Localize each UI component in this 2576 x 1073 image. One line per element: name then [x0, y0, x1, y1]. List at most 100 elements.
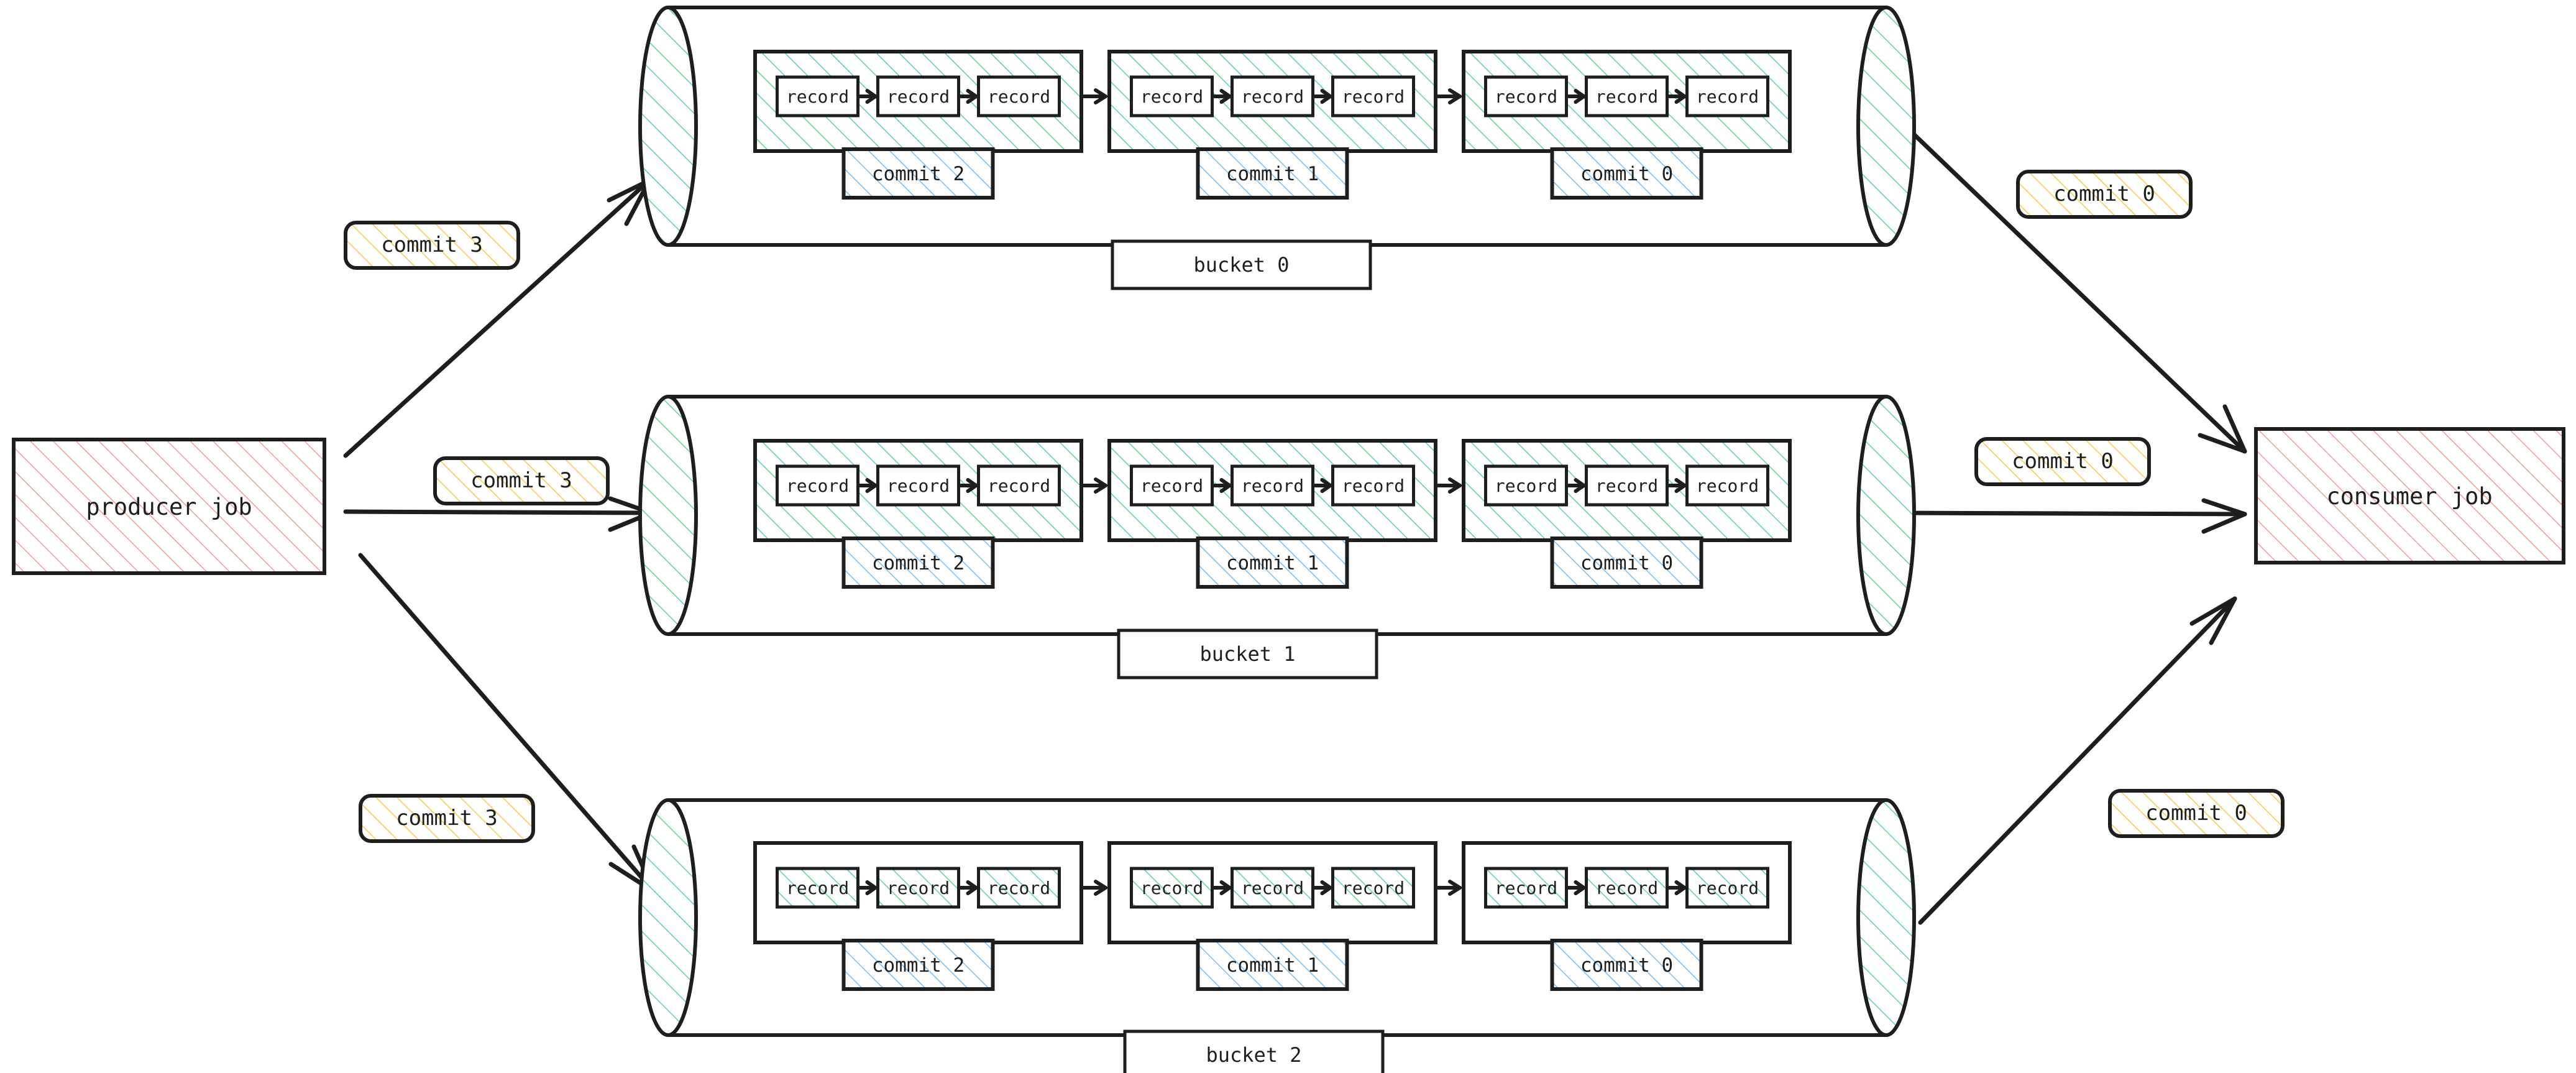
tag-label: commit 3: [396, 806, 498, 831]
record-node[interactable]: record: [1231, 867, 1314, 909]
tag-box[interactable]: [344, 221, 520, 270]
record-node[interactable]: record: [776, 75, 859, 117]
tag-commit-3-bucket-0[interactable]: commit 3: [344, 221, 520, 270]
commit-label[interactable]: commit 1: [1196, 147, 1349, 200]
record-node[interactable]: record: [1130, 75, 1214, 117]
record-node[interactable]: record: [1331, 464, 1415, 507]
record-node[interactable]: record: [1484, 464, 1568, 507]
commit-group[interactable]: record record record commit 0: [1462, 439, 1792, 589]
tag-commit-3-bucket-2[interactable]: commit 3: [359, 794, 535, 843]
record-node[interactable]: record: [776, 867, 859, 909]
consumer-job-node[interactable]: consumer job: [2254, 427, 2565, 564]
record-box[interactable]: [776, 867, 859, 909]
commit-label-box[interactable]: [841, 939, 995, 991]
record-node[interactable]: record: [876, 867, 960, 909]
producer-job-node[interactable]: producer job: [12, 438, 326, 575]
record-box[interactable]: [1685, 867, 1769, 909]
commit-group[interactable]: record record record commit 1: [1107, 841, 1437, 991]
tag-commit-0-bucket-0[interactable]: commit 0: [2016, 170, 2193, 219]
tag-box[interactable]: [2108, 789, 2285, 838]
bucket-name-tag[interactable]: bucket 1: [1117, 629, 1378, 679]
record-node[interactable]: record: [876, 464, 960, 507]
tag-box[interactable]: [433, 456, 610, 505]
commit-group[interactable]: record record record commit 0: [1462, 50, 1792, 200]
record-box[interactable]: [977, 464, 1061, 507]
record-node[interactable]: record: [1484, 867, 1568, 909]
commit-group[interactable]: record record record commit 2: [753, 50, 1083, 200]
record-link-arrow: [958, 880, 978, 895]
record-node[interactable]: record: [1685, 464, 1769, 507]
record-box[interactable]: [977, 867, 1061, 909]
record-node[interactable]: record: [876, 75, 960, 117]
record-node[interactable]: record: [1231, 75, 1314, 117]
record-box[interactable]: [776, 464, 859, 507]
record-node[interactable]: record: [776, 464, 859, 507]
bucket-name-tag[interactable]: bucket 2: [1123, 1029, 1385, 1073]
tag-box[interactable]: [359, 794, 535, 843]
commit-label-box[interactable]: [841, 536, 995, 589]
record-node[interactable]: record: [1130, 867, 1214, 909]
bucket-cap-left: [638, 395, 698, 636]
commit-label-box[interactable]: [1196, 939, 1349, 991]
record-box[interactable]: [977, 75, 1061, 117]
record-node[interactable]: record: [1484, 75, 1568, 117]
bucket-name-box[interactable]: [1111, 239, 1372, 290]
bucket-cap-left: [638, 798, 698, 1037]
tag-box[interactable]: [2016, 170, 2193, 219]
record-box[interactable]: [1484, 867, 1568, 909]
record-node[interactable]: record: [1585, 867, 1669, 909]
commit-group[interactable]: record record record commit 2: [753, 439, 1083, 589]
record-node[interactable]: record: [1585, 75, 1669, 117]
record-node[interactable]: record: [1685, 75, 1769, 117]
bucket-name-box[interactable]: [1123, 1029, 1385, 1073]
commit-label[interactable]: commit 1: [1196, 939, 1349, 991]
commit-label[interactable]: commit 2: [841, 536, 995, 589]
record-box[interactable]: [1331, 464, 1415, 507]
record-node[interactable]: record: [977, 464, 1061, 507]
commit-label[interactable]: commit 0: [1550, 147, 1703, 200]
commit-label[interactable]: commit 2: [841, 147, 995, 200]
commit-label[interactable]: commit 0: [1550, 536, 1703, 589]
commit-label[interactable]: commit 1: [1196, 536, 1349, 589]
record-node[interactable]: record: [1331, 867, 1415, 909]
record-box[interactable]: [876, 75, 960, 117]
commit-label[interactable]: commit 0: [1550, 939, 1703, 991]
tag-commit-0-bucket-2[interactable]: commit 0: [2108, 789, 2285, 838]
commit-label-box[interactable]: [841, 147, 995, 200]
record-box[interactable]: [1331, 867, 1415, 909]
commit-label-box[interactable]: [1550, 147, 1703, 200]
record-node[interactable]: record: [1585, 464, 1669, 507]
record-box[interactable]: [1585, 75, 1669, 117]
record-box[interactable]: [1685, 464, 1769, 507]
record-node[interactable]: record: [1685, 867, 1769, 909]
record-node[interactable]: record: [977, 867, 1061, 909]
commit-label-box[interactable]: [1196, 536, 1349, 589]
commit-label-box[interactable]: [1196, 147, 1349, 200]
consumer-job-box[interactable]: [2254, 427, 2565, 564]
tag-commit-0-bucket-1[interactable]: commit 0: [1974, 437, 2151, 486]
commit-group[interactable]: record record record commit 1: [1107, 439, 1437, 589]
commit-label[interactable]: commit 2: [841, 939, 995, 991]
commit-group[interactable]: record record record commit 2: [753, 841, 1083, 991]
producer-job-box[interactable]: [12, 438, 326, 575]
commit-label-box[interactable]: [1550, 536, 1703, 589]
tag-commit-3-bucket-1[interactable]: commit 3: [433, 456, 610, 505]
commit-group[interactable]: record record record commit 1: [1107, 50, 1437, 200]
commit-group[interactable]: record record record commit 0: [1462, 841, 1792, 991]
record-box[interactable]: [1331, 75, 1415, 117]
record-node[interactable]: record: [1331, 75, 1415, 117]
record-node[interactable]: record: [1130, 464, 1214, 507]
bucket-name-tag[interactable]: bucket 0: [1111, 239, 1372, 290]
commit-label-box[interactable]: [1550, 939, 1703, 991]
bucket-name-box[interactable]: [1117, 629, 1378, 679]
record-node[interactable]: record: [1231, 464, 1314, 507]
record-box[interactable]: [1484, 464, 1568, 507]
tag-box[interactable]: [1974, 437, 2151, 486]
record-box[interactable]: [1685, 75, 1769, 117]
record-label: record: [786, 86, 849, 107]
record-node[interactable]: record: [977, 75, 1061, 117]
record-box[interactable]: [1585, 867, 1669, 909]
